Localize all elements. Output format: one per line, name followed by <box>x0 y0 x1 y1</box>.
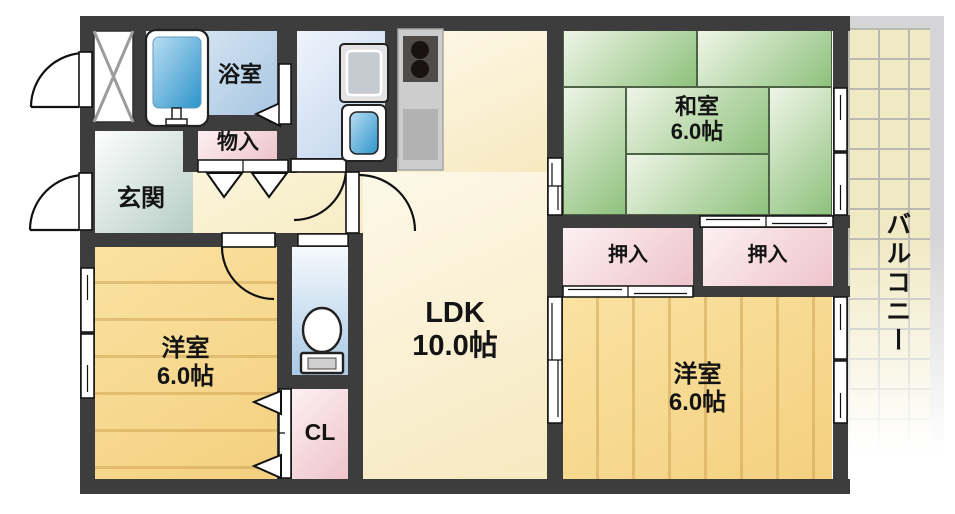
room-size: 10.0帖 <box>412 330 498 363</box>
room-size: 6.0帖 <box>670 119 724 145</box>
closet-right-label: 押入 <box>747 244 788 266</box>
western-left-label: 洋室 6.0帖 <box>94 335 277 390</box>
wall <box>348 233 363 479</box>
fusuma-door-line <box>242 160 827 434</box>
room-size: 6.0帖 <box>156 362 215 390</box>
wall <box>80 16 850 31</box>
tatami-mat <box>626 154 769 215</box>
folding-door-icon <box>205 101 289 480</box>
room-western-right <box>563 297 832 479</box>
door-arc-icon <box>220 169 417 301</box>
room-name: 和室 <box>674 94 719 119</box>
room-western-left <box>94 247 277 479</box>
room-storage <box>198 131 277 160</box>
kitchen-counter-icon <box>397 28 444 171</box>
room-name: LDK <box>425 297 485 329</box>
room-size: 6.0帖 <box>668 388 727 416</box>
door-leaf <box>78 172 93 231</box>
sliding-door-line <box>548 163 562 417</box>
wall <box>133 16 146 131</box>
tatami-mat <box>626 87 769 154</box>
wall <box>277 375 363 389</box>
ldk-label: LDK 10.0帖 <box>375 297 535 364</box>
sliding-door-icon <box>547 157 563 424</box>
room-closet-left <box>563 228 693 286</box>
room-name: 洋室 <box>673 361 722 388</box>
balcony-fade <box>848 16 944 490</box>
doorway <box>221 232 276 248</box>
tatami-mat <box>769 87 832 215</box>
meter-box <box>92 30 135 123</box>
entry-door-icon <box>28 51 86 232</box>
door-leaf <box>78 51 93 108</box>
closet-left-label: 押入 <box>608 244 648 266</box>
bathtub-icon <box>144 28 210 128</box>
room-name: 洋室 <box>161 335 210 362</box>
wash-basin-icon <box>341 104 387 162</box>
western-right-label: 洋室 6.0帖 <box>563 361 832 416</box>
room-ldk <box>363 172 547 479</box>
room-entrance <box>95 131 193 233</box>
toilet-icon <box>299 306 345 375</box>
bath-label: 浴室 <box>217 62 262 87</box>
closet-cl-label: CL <box>304 419 336 445</box>
balcony-label: バルコニー <box>882 210 911 356</box>
wall <box>547 286 850 297</box>
wall <box>183 115 198 172</box>
room-closet-right <box>703 228 832 286</box>
bath-door-leaf <box>278 63 292 125</box>
doorway <box>297 233 349 247</box>
washing-machine-icon <box>339 43 389 103</box>
japanese-room-label: 和室 6.0帖 <box>597 94 797 145</box>
window-sash-line <box>86 95 842 418</box>
door-leaf <box>290 158 347 173</box>
wall <box>693 228 703 286</box>
room-closet-cl <box>292 389 348 479</box>
door-leaf <box>345 171 360 234</box>
entrance-label: 玄関 <box>117 185 165 212</box>
storage-label: 物入 <box>217 131 259 154</box>
tatami-mat <box>563 87 626 215</box>
wall <box>80 479 850 494</box>
